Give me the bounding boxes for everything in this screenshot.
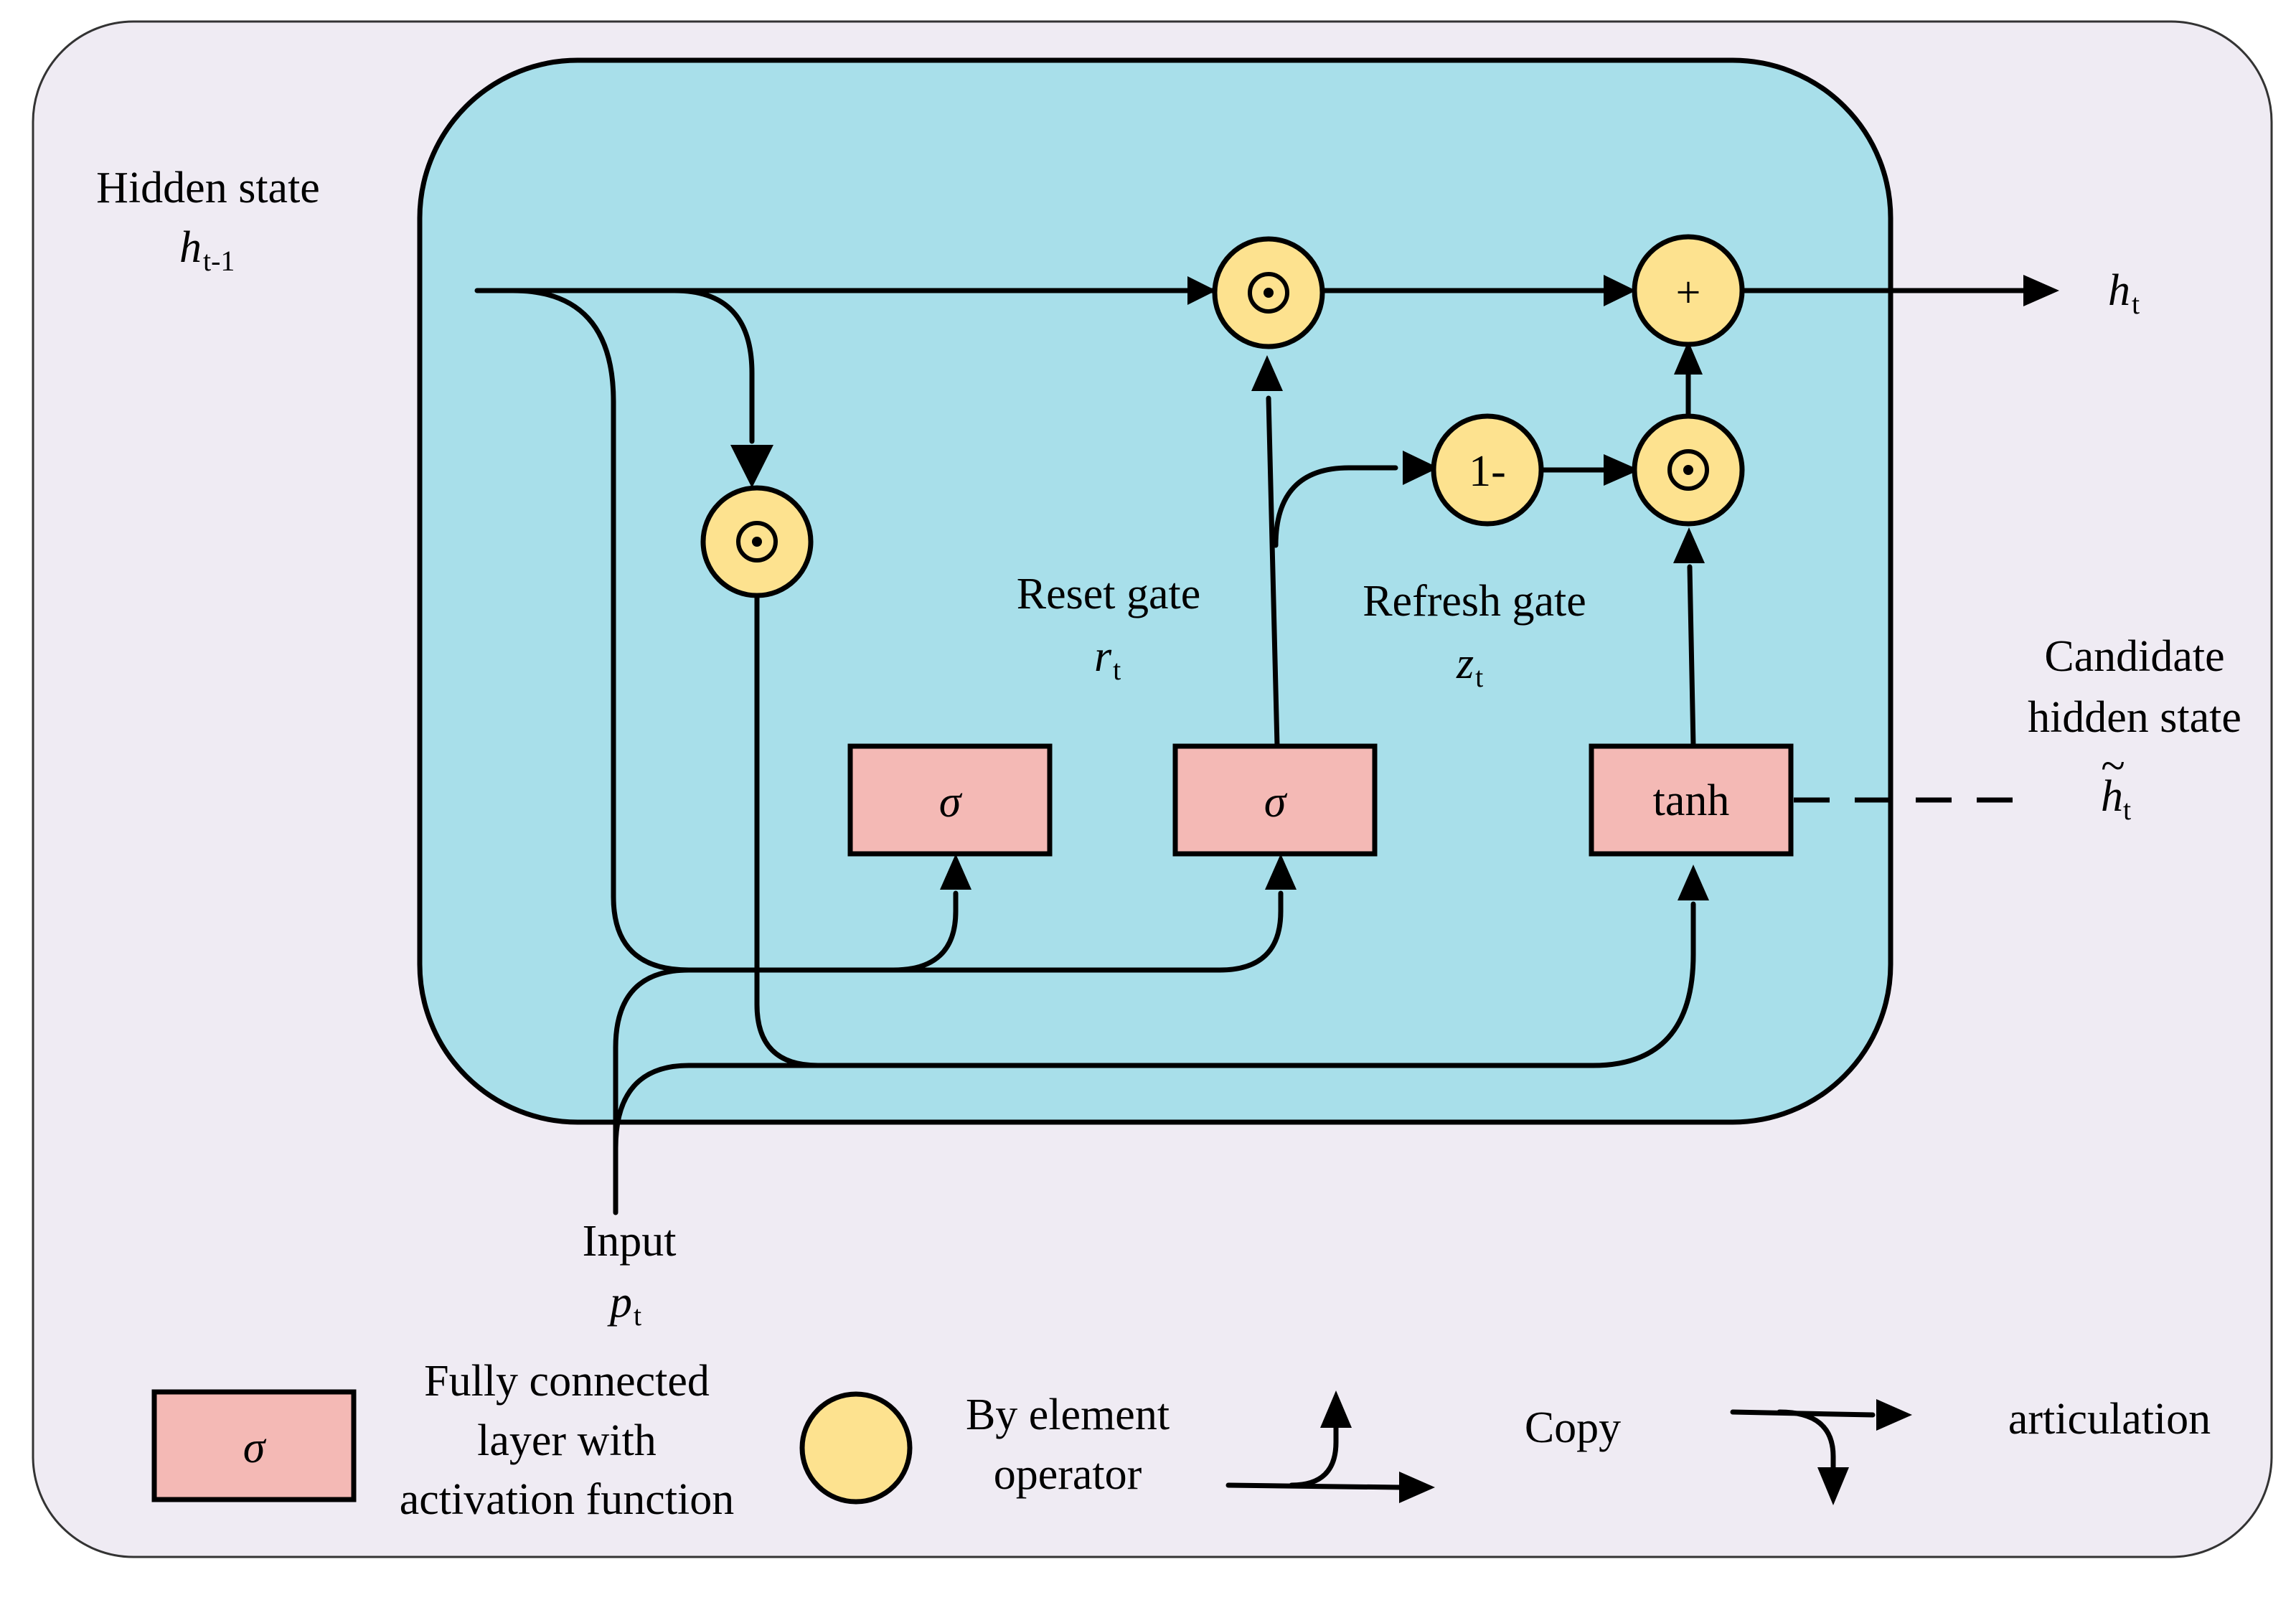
branch-to-left-mult (672, 288, 755, 444)
legend-fc-line2: layer with (477, 1416, 657, 1465)
legend-operator-swatch (799, 1391, 913, 1505)
h-tilde-label: ~ ht (2101, 742, 2131, 826)
svg-text:~: ~ (2101, 742, 2125, 791)
candidate-label-line2: hidden state (2028, 693, 2241, 742)
legend-articulation-label: articulation (2008, 1395, 2211, 1444)
z-label: zt (1456, 639, 1483, 693)
arrow-head (1265, 854, 1297, 890)
arrow-head (1604, 454, 1639, 486)
hidden-state-label: Hidden state (96, 164, 320, 212)
operator-one-minus: 1- (1431, 413, 1544, 527)
branch-to-gates (510, 288, 959, 973)
operator-mult-left (700, 485, 814, 598)
branch-to-z-gate (890, 890, 1284, 973)
operator-plus: + (1632, 234, 1745, 347)
input-to-tanh (613, 901, 1696, 1151)
gate-label: tanh (1653, 776, 1730, 825)
z-branch-to-one-minus (1273, 465, 1398, 548)
arrow-head (730, 445, 773, 488)
legend-fc-swatch: σ (151, 1389, 357, 1502)
input-line (613, 967, 692, 1215)
plus-symbol: + (1676, 268, 1701, 317)
legend-fc-line3: activation function (400, 1475, 735, 1524)
arrow-head (1251, 355, 1283, 391)
operator-mult-top (1212, 236, 1325, 349)
h-prev-label: ht-1 (179, 223, 235, 277)
h-out-label: ht (2108, 266, 2140, 320)
legend-articulation-icon (1730, 1399, 1912, 1505)
arrow-head (1403, 451, 1439, 485)
arrow-head (1673, 527, 1705, 563)
reset-gate-label: Reset gate (1017, 570, 1201, 618)
svg-text:ht: ht (2101, 772, 2131, 826)
arrow-head (2023, 275, 2059, 306)
arrow-head (1674, 341, 1703, 375)
gate-sigma-reset: σ (847, 743, 1053, 857)
gru-cell (417, 57, 1893, 1125)
legend-op-line1: By element (966, 1390, 1170, 1439)
one-minus-symbol: 1- (1469, 447, 1506, 496)
arrow-head (940, 854, 971, 890)
left-mult-to-tanh (754, 593, 821, 1068)
gate-sigma-refresh: σ (1172, 743, 1378, 857)
candidate-label-line1: Candidate (2044, 632, 2224, 681)
legend-copy-label: Copy (1525, 1403, 1621, 1452)
input-label: Input (583, 1217, 677, 1266)
gate-label: σ (1264, 778, 1288, 827)
gate-label: σ (939, 778, 963, 827)
legend: σ Fully connected layer with activation … (151, 1357, 2211, 1524)
r-label: rt (1094, 632, 1121, 686)
operator-mult-right (1632, 413, 1745, 527)
legend-copy-icon (1225, 1390, 1435, 1503)
gate-tanh: tanh (1589, 743, 1794, 857)
legend-op-line2: operator (994, 1450, 1142, 1499)
svg-text:σ: σ (243, 1423, 267, 1472)
arrow-head (1187, 276, 1216, 305)
p-label: pt (607, 1278, 641, 1332)
z-gate-to-mult (1266, 395, 1280, 749)
tanh-to-mult (1687, 564, 1696, 749)
connections (474, 275, 2059, 1215)
legend-fc-line1: Fully connected (424, 1357, 710, 1406)
refresh-gate-label: Refresh gate (1363, 577, 1586, 626)
arrow-head (1604, 275, 1636, 306)
arrow-head (1678, 865, 1709, 900)
